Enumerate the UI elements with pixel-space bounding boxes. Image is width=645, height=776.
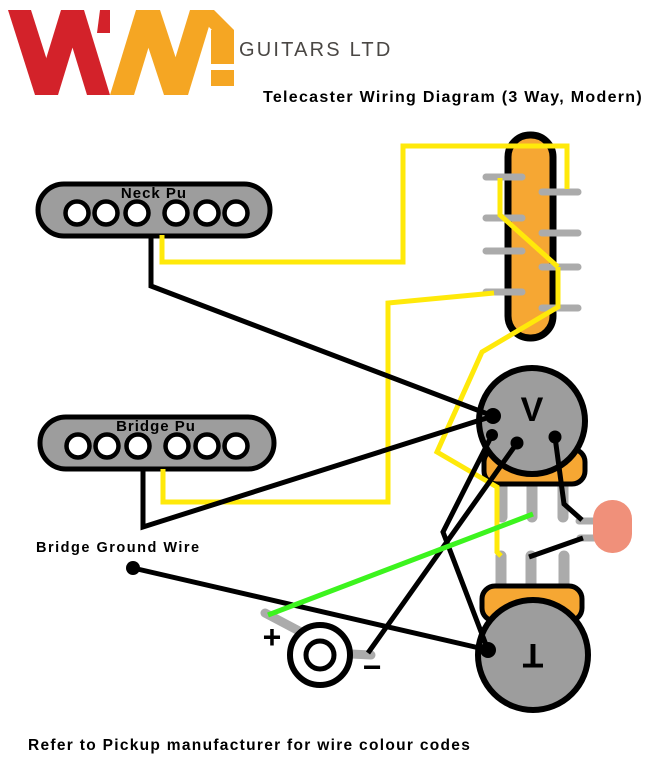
pole-piece	[63, 199, 91, 227]
bridge-pickup	[37, 414, 277, 472]
logo-m-bar	[211, 30, 234, 64]
pole-piece	[64, 432, 92, 460]
capacitor-body	[593, 500, 632, 553]
pole-piece	[163, 432, 191, 460]
wire-neck-ground-black	[148, 235, 494, 419]
bridge-ground-label: Bridge Ground Wire	[36, 540, 201, 556]
neck-pickup-poles	[63, 199, 250, 227]
volume-solder-dot-2	[486, 429, 498, 441]
tone-capacitor	[575, 500, 632, 553]
wire-capacitor-to-tone-black	[528, 535, 584, 560]
pole-piece	[124, 432, 152, 460]
footer-note: Refer to Pickup manufacturer for wire co…	[28, 737, 472, 754]
logo-m-bar-foot	[211, 70, 234, 86]
tone-pot	[475, 550, 591, 713]
wire-switch-jumper-yellow	[497, 178, 560, 269]
wire-switch-to-tone-yellow	[433, 267, 561, 558]
wire-neck-to-switch-yellow	[159, 143, 570, 265]
output-jack	[260, 608, 376, 688]
tone-solder-dot	[480, 642, 496, 658]
tone-pot-body	[475, 597, 591, 713]
pole-piece	[193, 432, 221, 460]
wire-bridge-to-switch-yellow	[160, 290, 495, 505]
logo-w-stroke-4	[97, 10, 110, 33]
wire-volume-to-capacitor-black	[552, 436, 584, 522]
jack-inner-ring	[303, 638, 337, 672]
pole-piece	[222, 199, 250, 227]
bridge-ground-dot	[126, 561, 140, 575]
wire-bridge-ground-black	[140, 413, 494, 531]
selector-switch	[482, 131, 582, 342]
wire-volume-to-jack-green	[267, 511, 534, 618]
wire-bridge-ground-to-tone-black	[132, 565, 489, 653]
logo-w-stroke-3	[61, 10, 110, 95]
pole-piece	[123, 199, 151, 227]
bridge-pickup-label: Bridge Pu	[116, 418, 196, 435]
pole-piece	[193, 199, 221, 227]
bridge-pickup-poles	[64, 432, 250, 460]
logo-m-stroke-3	[164, 10, 214, 95]
volume-solder-dot-1	[485, 408, 501, 424]
neck-pickup	[35, 181, 273, 239]
page-title: Telecaster Wiring Diagram (3 Way, Modern…	[262, 89, 643, 106]
volume-pot-label: V	[520, 391, 544, 429]
volume-solder-dot-4	[548, 430, 562, 444]
wire-volume-to-tone-black	[440, 433, 495, 651]
pole-piece	[93, 432, 121, 460]
solder-joints	[126, 408, 562, 658]
tone-pot-label: T	[522, 636, 544, 674]
jack-plus-sign: +	[262, 619, 282, 655]
yellow-wires	[159, 143, 570, 558]
wm-logo	[8, 10, 234, 95]
pole-piece	[222, 432, 250, 460]
neck-pickup-label: Neck Pu	[120, 185, 188, 202]
pole-piece	[162, 199, 190, 227]
volume-solder-dot-3	[510, 436, 524, 450]
brand-text: GUITARS LTD	[239, 39, 393, 61]
pole-piece	[92, 199, 120, 227]
jack-minus-sign: −	[362, 649, 382, 685]
logo-m-fold	[192, 10, 234, 30]
